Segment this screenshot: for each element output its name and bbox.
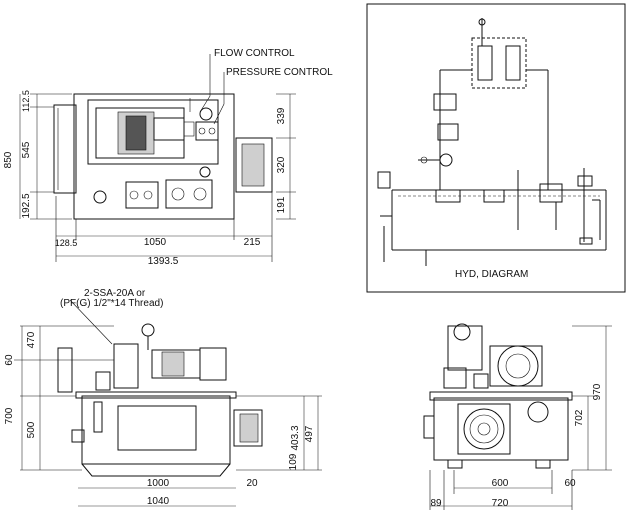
dim-right-mid: 320 [276,156,287,173]
flow-control-callout: FLOW CONTROL [214,48,295,59]
dim-bottom-offset: 192.5 [21,193,32,218]
dim-mid-depth: 545 [21,141,32,158]
dim-front-height: 700 [4,407,15,424]
valve-manifold [113,343,139,389]
dim-front-upper: 470 [26,331,37,348]
cooler-box [233,409,263,447]
side-cooler [235,137,273,193]
port-callout-line2: (PF(G) 1/2"*14 Thread) [60,298,163,309]
dim-cooler-height: 403.3 [290,425,301,450]
dim-side-foot-span: 600 [492,478,509,489]
dim-right-overhang: 215 [244,237,261,248]
hyd-diagram-title: HYD, DIAGRAM [455,269,528,280]
pressure-gauge [199,107,213,121]
dim-front-port: 60 [4,354,15,366]
dim-front-offset: 20 [246,478,258,489]
base-plate-outline [73,93,235,220]
cooling-fan [457,403,511,455]
side-tank [57,347,73,393]
hyd-diagram-frame [366,3,626,293]
inspection-cover [117,405,197,451]
dim-front-overall: 1040 [147,496,170,507]
dim-side-left-offset: 89 [430,498,442,509]
dim-side-overall-height: 970 [592,383,603,400]
front-view [14,299,322,507]
dim-right-bottom: 191 [276,196,287,213]
dim-side-overall-width: 720 [492,498,509,509]
pressure-control-callout: PRESSURE CONTROL [226,67,333,78]
filler-cap [93,190,107,204]
dim-front-tank: 500 [26,421,37,438]
pump-assembly-box [471,37,527,89]
valve-stack [195,121,219,141]
dim-right-top: 339 [276,107,287,124]
port-callout-line1: 2-SSA-20A or [84,288,146,299]
dim-foot-height: 109 [288,453,299,470]
motor-flange [497,345,539,387]
filter-group [165,179,213,209]
tank-side-block [53,104,77,194]
directional-valve [433,93,457,111]
side-view [423,323,612,510]
dim-side-tank-height: 702 [574,409,585,426]
hydraulic-schematic [366,3,626,293]
top-view [19,54,296,262]
dim-top-offset: 112.5 [21,90,31,112]
tank-cover [75,391,237,399]
dim-tank-height: 497 [304,425,315,442]
dim-front-width: 1000 [147,478,170,489]
dim-left-overhang: 128.5 [55,238,78,248]
side-tank-body [433,397,569,461]
dim-overall-width: 1393.5 [148,256,179,267]
lower-manifold [125,181,159,209]
dim-overall-depth: 850 [3,151,14,168]
dim-side-foot-offset: 60 [564,478,576,489]
dim-base-width: 1050 [144,237,167,248]
